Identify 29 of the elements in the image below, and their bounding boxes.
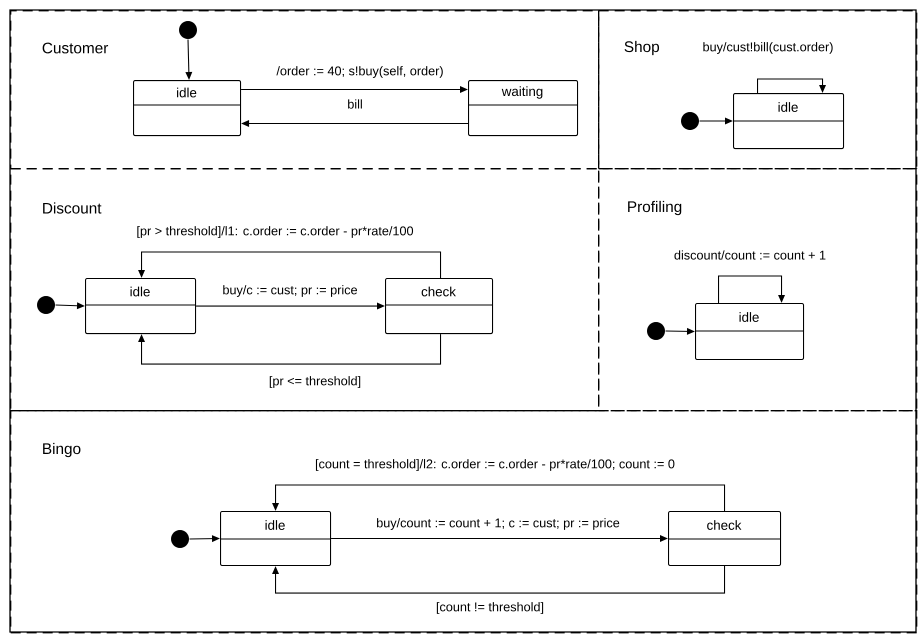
initial-state-dot [179,21,197,39]
edge-label: buy/c := cust; pr := price [221,284,359,298]
state-box: check [385,278,494,334]
edge-label: [pr <= threshold] [268,374,362,390]
edge-label: buy/cust!bill(cust.order) [701,40,835,56]
arrow [272,484,726,511]
initial-state-dot [681,112,699,130]
edge-label: discount/count := count + 1 [672,249,828,261]
edge-label: [count = threshold]/l2: c.order := c.order - pr*rate/100; count := 0 [314,458,676,472]
arrow [138,251,442,278]
edge-label: /order := 40; s!buy(self, order) [275,64,445,80]
state-box: idle [695,303,804,360]
edge-label: [pr > threshold]/l1: c.order := c.order - pr*rate/100 [135,224,415,240]
edge-label: [count != threshold] [434,600,546,616]
arrow [718,275,786,303]
state-box: check [668,511,782,566]
arrow [138,334,442,365]
arrow [757,78,826,93]
state-box: idle [85,278,196,334]
edge-label: bill [346,98,364,110]
initial-state-dot [37,296,55,314]
initial-state-dot [647,322,665,340]
state-box: waiting [468,80,578,136]
state-box: idle [220,511,332,566]
edge-label: buy/count := count + 1; c := cust; pr := price [374,516,622,532]
state-box: idle [733,93,844,150]
state-box: idle [133,80,242,136]
arrow [272,566,726,594]
initial-state-dot [171,530,189,548]
